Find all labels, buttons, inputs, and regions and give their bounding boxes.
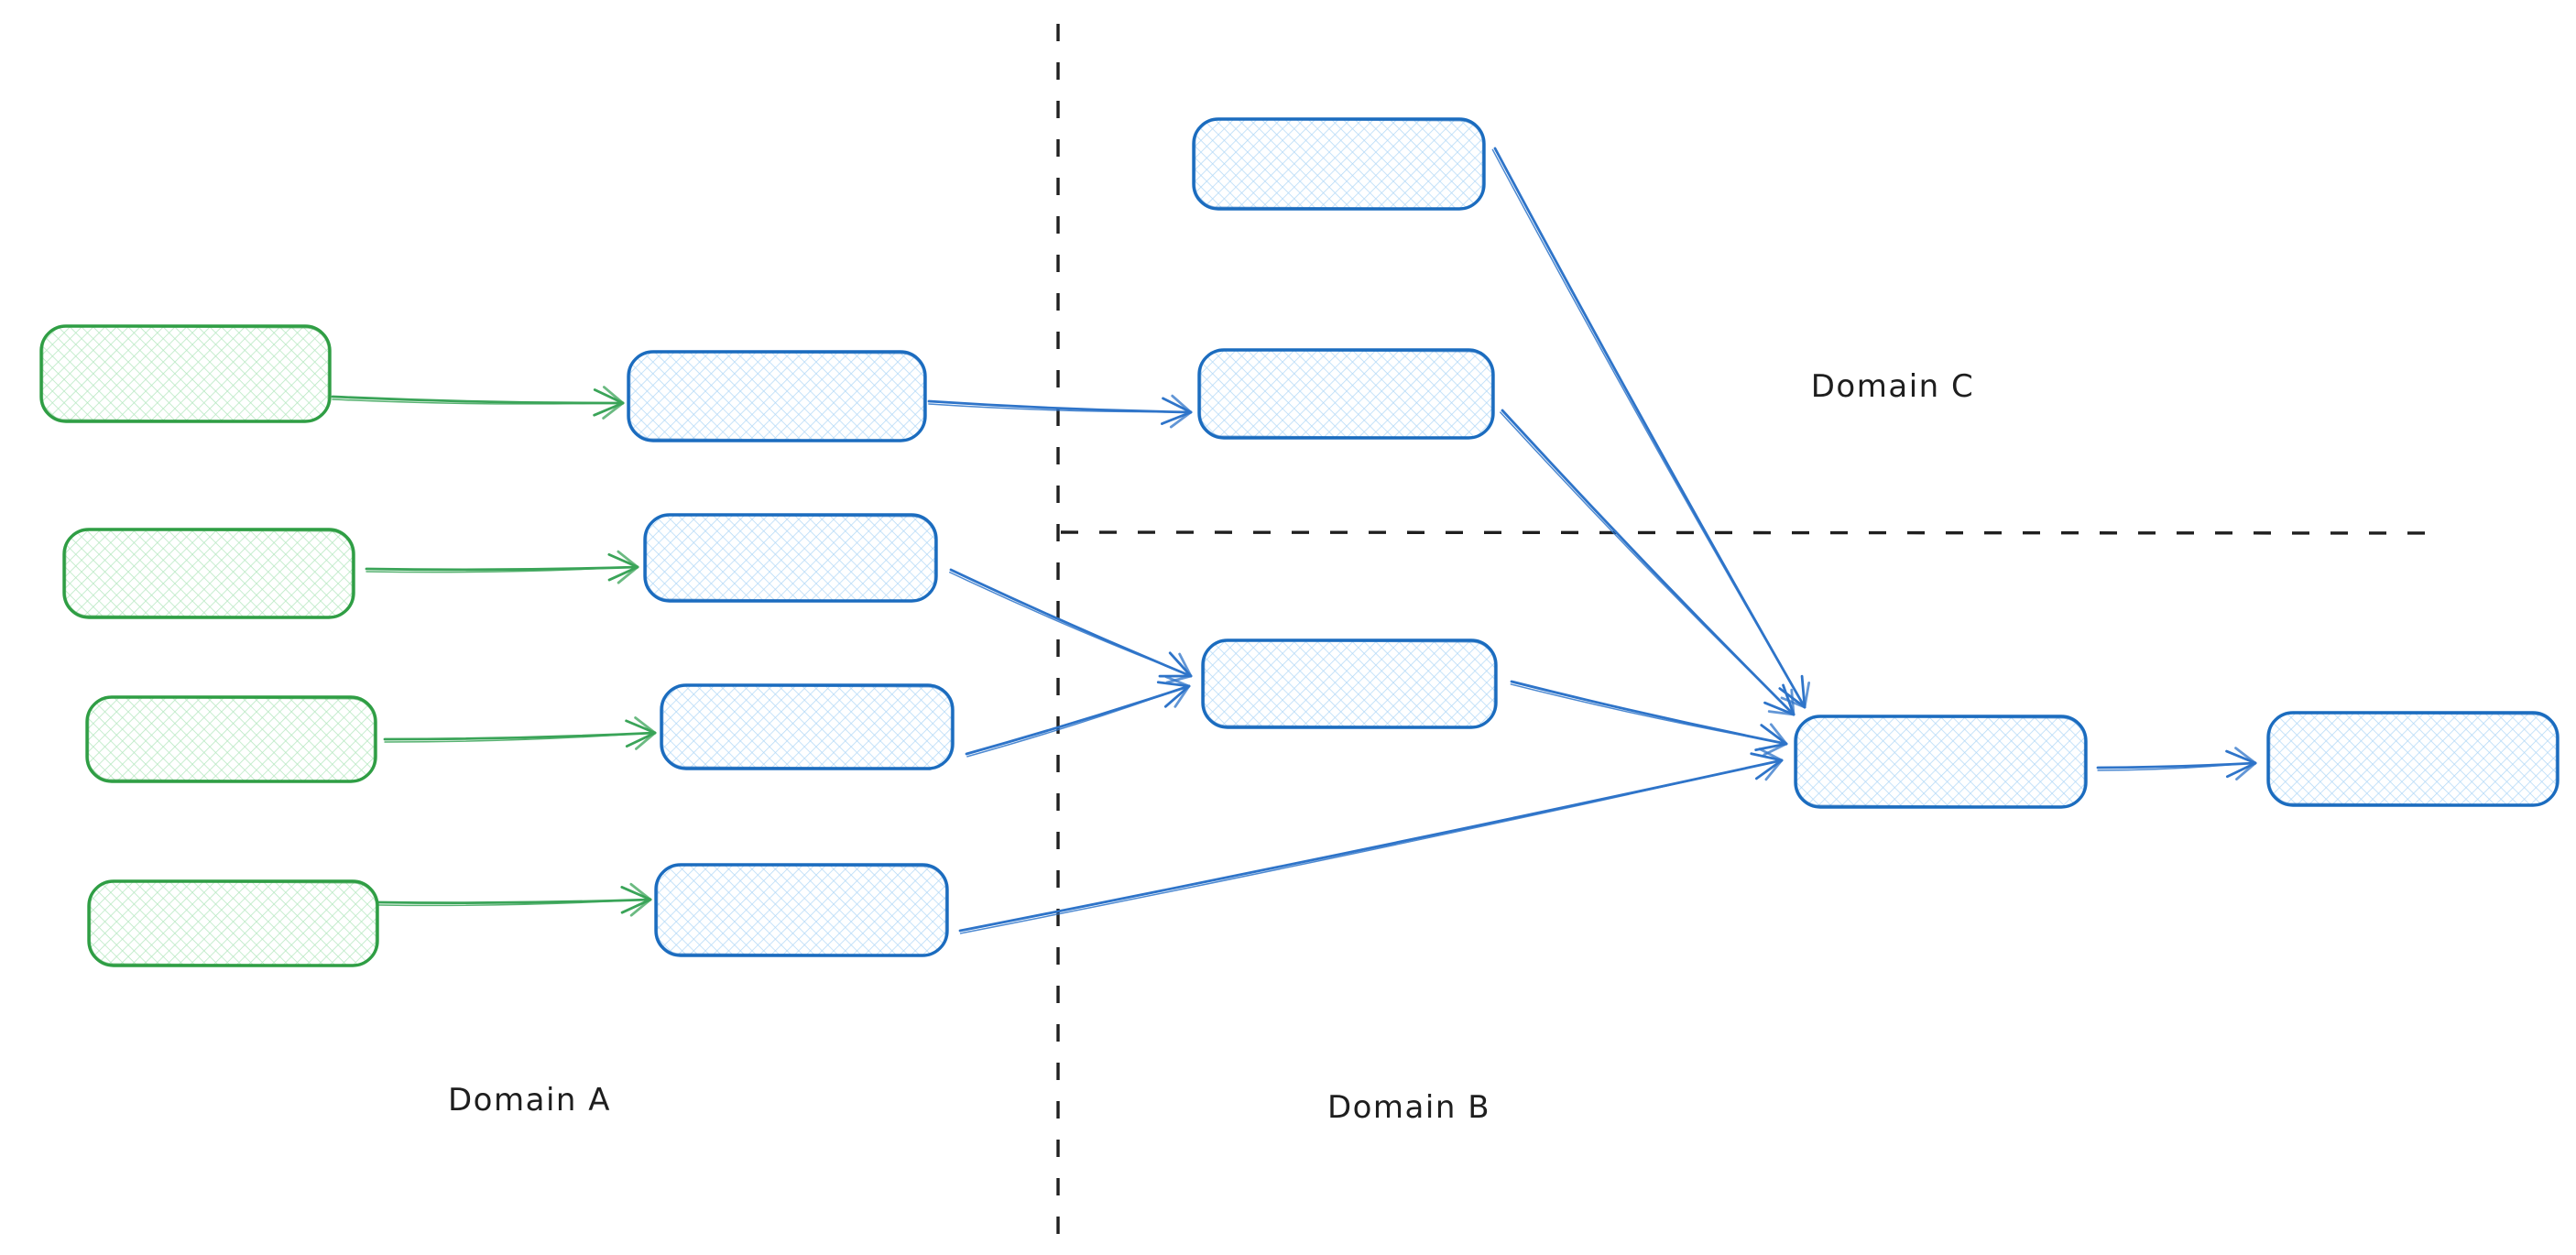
node-body	[2266, 711, 2560, 807]
node-sketch-outline	[656, 864, 947, 956]
node-domain-a-stage-4	[654, 863, 949, 957]
node-sketch-outline	[1203, 639, 1496, 728]
arrow-merge-output	[2096, 747, 2257, 780]
node-sketch-outline	[2268, 712, 2558, 806]
node-sketch-outline	[41, 325, 330, 422]
node-sketch-outline	[87, 696, 376, 782]
node-sketch-outline	[1194, 118, 1484, 210]
node-sketch-outline	[89, 880, 377, 966]
node-body	[654, 863, 949, 957]
node-body	[62, 528, 355, 619]
node-sketch-outline	[64, 529, 354, 618]
node-domain-b-mid	[1197, 348, 1495, 440]
arrow-source2-stage2	[365, 550, 639, 584]
node-body	[87, 879, 379, 967]
node-domain-a-source-4	[87, 879, 379, 967]
arrow-stage2-lower	[949, 568, 1193, 684]
divider-horizontal-b-c	[1060, 530, 2447, 535]
arrow-lower-merge	[1510, 680, 1788, 757]
node-body	[1794, 715, 2088, 809]
label-domain-a: Domain A	[448, 1082, 611, 1119]
node-body	[1197, 348, 1495, 440]
arrow-source3-stage3	[383, 716, 657, 750]
node-sketch-outline	[645, 514, 936, 602]
node-sketch-outline	[661, 684, 953, 769]
node-body	[660, 683, 955, 770]
arrow-top-merge	[1491, 147, 1811, 709]
node-body	[627, 350, 927, 442]
node-body	[1192, 117, 1486, 211]
label-domain-b: Domain B	[1327, 1089, 1490, 1126]
node-body	[1201, 638, 1498, 729]
node-domain-a-stage-1	[627, 350, 927, 442]
node-sketch-outline	[1199, 349, 1493, 439]
arrow-stage3-lower	[965, 675, 1191, 758]
arrow-stage1-mid	[927, 394, 1193, 429]
node-body	[643, 513, 938, 603]
node-domain-b-lower	[1201, 638, 1498, 729]
node-sketch-outline	[628, 351, 925, 442]
arrow-mid-merge	[1500, 409, 1796, 716]
node-domain-a-stage-3	[660, 683, 955, 770]
node-domain-b-output	[2266, 711, 2560, 807]
node-body	[39, 324, 332, 423]
node-body	[85, 695, 377, 783]
label-domain-c: Domain C	[1811, 368, 1974, 405]
node-domain-b-merge	[1794, 715, 2088, 809]
node-domain-a-source-2	[62, 528, 355, 619]
arrow-stage4-merge	[958, 748, 1784, 934]
arrow-source1-stage1	[331, 386, 625, 420]
node-domain-a-stage-2	[643, 513, 938, 603]
node-domain-c-top	[1192, 117, 1486, 211]
node-sketch-outline	[1796, 715, 2086, 808]
arrow-source4-stage4	[377, 882, 652, 917]
node-domain-a-source-3	[85, 695, 377, 783]
node-domain-a-source-1	[39, 324, 332, 423]
